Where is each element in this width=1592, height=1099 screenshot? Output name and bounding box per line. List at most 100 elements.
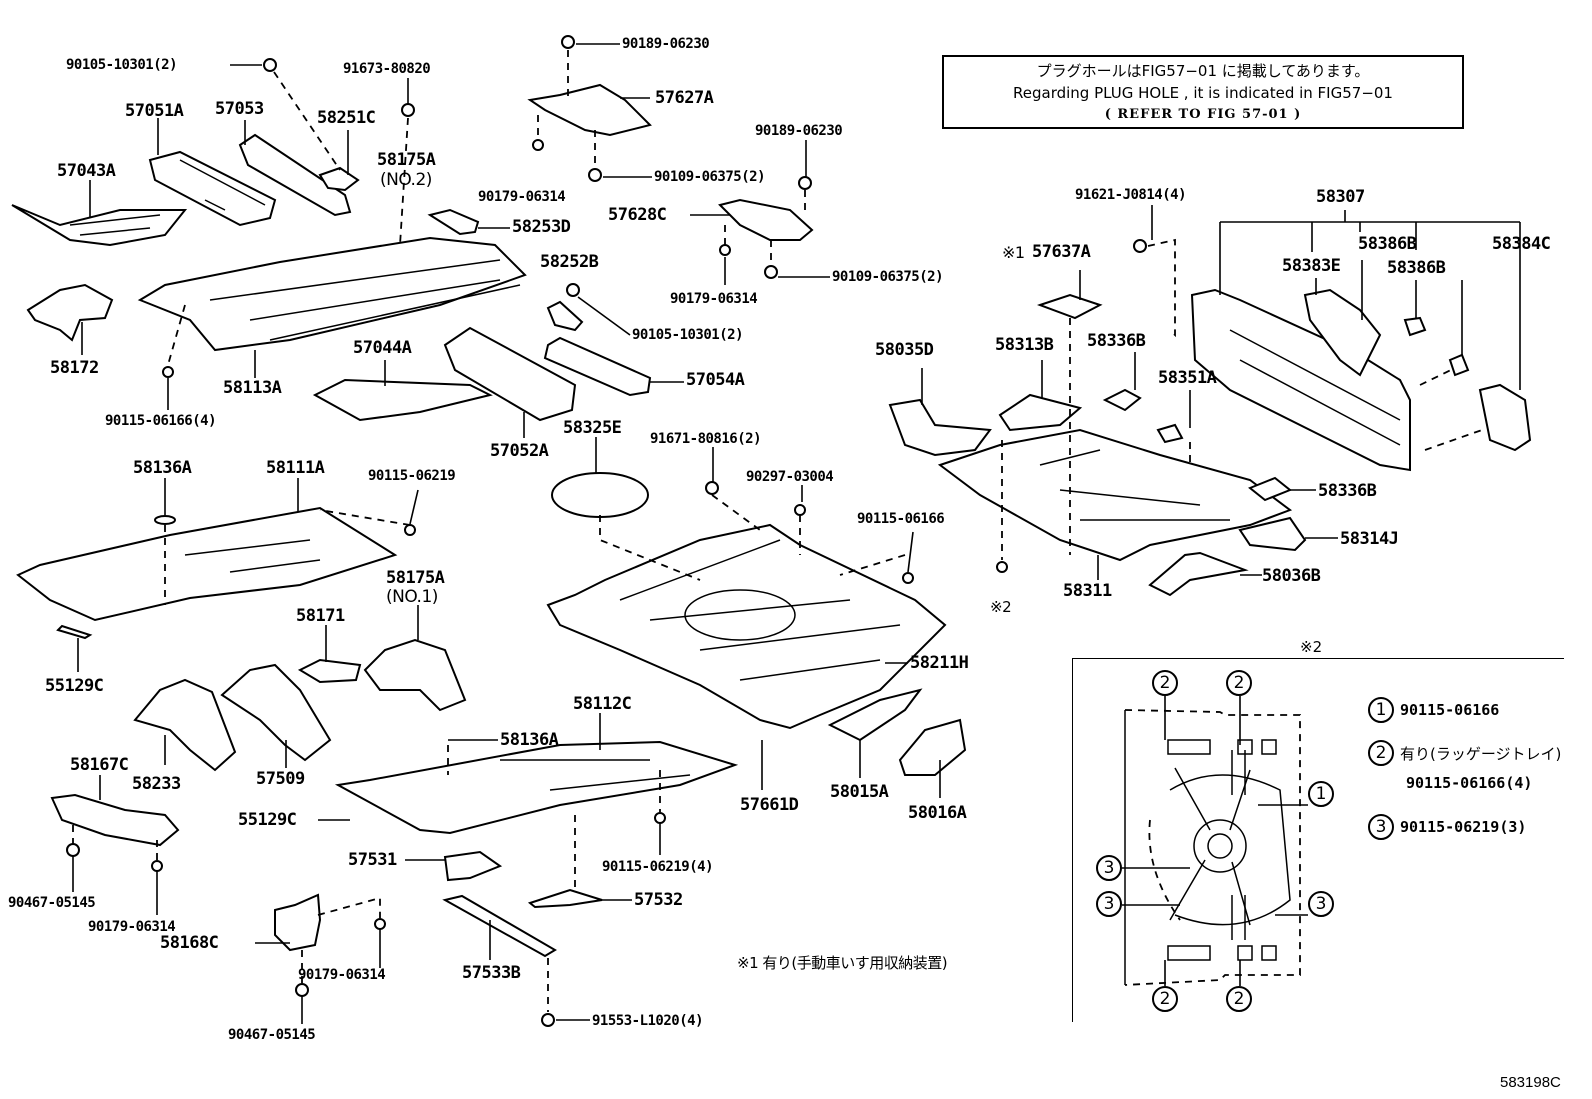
part-58383E-shape xyxy=(1303,288,1382,377)
part-label-58251C[interactable]: 58251C xyxy=(317,108,376,128)
part-label-90179-06314-c[interactable]: 90179-06314 xyxy=(88,919,176,935)
figure-code: 583198C xyxy=(1500,1074,1561,1091)
part-label-58168C[interactable]: 58168C xyxy=(160,933,219,953)
part-58386B-b-shape xyxy=(1448,353,1470,377)
part-label-58175A-no1-sub: (NO.1) xyxy=(386,587,438,607)
part-label-91553-L1020[interactable]: 91553-L1020(4) xyxy=(592,1013,704,1029)
part-label-90179-06314-d[interactable]: 90179-06314 xyxy=(298,967,386,983)
part-label-90115-06166-mid[interactable]: 90115-06166 xyxy=(857,511,945,527)
part-label-58384C[interactable]: 58384C xyxy=(1492,234,1551,254)
part-label-58015A[interactable]: 58015A xyxy=(830,782,889,802)
legend-subtext-2[interactable]: 90115-06166(4) xyxy=(1406,774,1533,792)
part-label-57052A[interactable]: 57052A xyxy=(490,441,549,461)
part-57044A-shape xyxy=(312,378,493,422)
part-label-90109-06375-b[interactable]: 90109-06375(2) xyxy=(832,269,944,285)
part-55129C-left-shape xyxy=(56,624,93,640)
part-label-58171[interactable]: 58171 xyxy=(296,606,345,626)
part-label-58211H[interactable]: 58211H xyxy=(910,653,969,673)
part-label-58016A[interactable]: 58016A xyxy=(908,803,967,823)
part-label-57531[interactable]: 57531 xyxy=(348,850,397,870)
part-label-58383E[interactable]: 58383E xyxy=(1282,256,1341,276)
legend-text-2: 有り(ラッゲージトレイ) xyxy=(1400,744,1562,763)
part-label-58386B-a[interactable]: 58386B xyxy=(1358,234,1417,254)
part-label-58111A[interactable]: 58111A xyxy=(266,458,325,478)
part-label-58336B-a[interactable]: 58336B xyxy=(1087,331,1146,351)
part-label-90179-06314-a[interactable]: 90179-06314 xyxy=(478,189,566,205)
part-label-90105-10301-top[interactable]: 90105-10301(2) xyxy=(66,57,178,73)
part-label-91673-80820[interactable]: 91673-80820 xyxy=(343,61,431,77)
part-58113A-shape xyxy=(137,236,527,352)
part-label-58136A-top[interactable]: 58136A xyxy=(133,458,192,478)
part-label-57044A[interactable]: 57044A xyxy=(353,338,412,358)
part-58251C-shape xyxy=(318,166,360,192)
part-58036B-shape xyxy=(1148,551,1249,597)
part-label-57628C[interactable]: 57628C xyxy=(608,205,667,225)
part-57628C-shape xyxy=(718,198,814,241)
part-label-58307[interactable]: 58307 xyxy=(1316,187,1365,207)
part-57053-shape xyxy=(238,133,352,217)
part-58112C-shape xyxy=(334,740,739,835)
footnote-1: ※1 有り(手動車いす用収納装置) xyxy=(737,954,948,972)
part-label-90115-06219[interactable]: 90115-06219 xyxy=(368,468,456,484)
part-label-90189-06230-b[interactable]: 90189-06230 xyxy=(755,123,843,139)
legend-text-1[interactable]: 90115-06166 xyxy=(1400,701,1500,719)
inset-callout-3-left-b: 3 xyxy=(1096,891,1122,917)
part-label-58314J[interactable]: 58314J xyxy=(1340,529,1399,549)
part-label-90115-06166-4-left[interactable]: 90115-06166(4) xyxy=(105,413,217,429)
part-label-55129C-mid[interactable]: 55129C xyxy=(238,810,297,830)
inset-legend-3: 3 90115-06219(3) xyxy=(1368,814,1526,840)
part-label-91671-80816[interactable]: 91671-80816(2) xyxy=(650,431,762,447)
part-label-58313B[interactable]: 58313B xyxy=(995,335,1054,355)
part-label-58351A[interactable]: 58351A xyxy=(1158,368,1217,388)
part-label-91621-J0814[interactable]: 91621-J0814(4) xyxy=(1075,187,1187,203)
part-label-58233[interactable]: 58233 xyxy=(132,774,181,794)
part-label-57532[interactable]: 57532 xyxy=(634,890,683,910)
part-label-58172[interactable]: 58172 xyxy=(50,358,99,378)
part-57054A-shape xyxy=(543,336,652,397)
part-label-57533B[interactable]: 57533B xyxy=(462,963,521,983)
part-label-58175A-no2[interactable]: 58175A xyxy=(377,150,436,170)
part-label-58113A[interactable]: 58113A xyxy=(223,378,282,398)
part-58171-shape xyxy=(297,658,362,684)
part-label-90297-03004[interactable]: 90297-03004 xyxy=(746,469,834,485)
mark-ref-2: ※2 xyxy=(990,598,1012,616)
part-label-58136A-bot[interactable]: 58136A xyxy=(500,730,559,750)
part-label-90467-05145-a[interactable]: 90467-05145 xyxy=(8,895,96,911)
part-label-57627A[interactable]: 57627A xyxy=(655,88,714,108)
inset-callout-2-bottom-left: 2 xyxy=(1152,986,1178,1012)
legend-text-3[interactable]: 90115-06219(3) xyxy=(1400,818,1527,836)
inset-callout-2-top-left: 2 xyxy=(1152,670,1178,696)
part-label-57661D[interactable]: 57661D xyxy=(740,795,799,815)
part-label-58167C[interactable]: 58167C xyxy=(70,755,129,775)
part-label-58175A-no1[interactable]: 58175A xyxy=(386,568,445,588)
part-label-57043A[interactable]: 57043A xyxy=(57,161,116,181)
part-label-90115-06219-4[interactable]: 90115-06219(4) xyxy=(602,859,714,875)
part-label-58336B-b[interactable]: 58336B xyxy=(1318,481,1377,501)
part-label-55129C-left[interactable]: 55129C xyxy=(45,676,104,696)
part-58386B-a-shape xyxy=(1403,316,1427,337)
part-label-57051A[interactable]: 57051A xyxy=(125,101,184,121)
part-label-90189-06230-a[interactable]: 90189-06230 xyxy=(622,36,710,52)
part-label-58112C[interactable]: 58112C xyxy=(573,694,632,714)
part-label-90109-06375-a[interactable]: 90109-06375(2) xyxy=(654,169,766,185)
part-label-57509[interactable]: 57509 xyxy=(256,769,305,789)
part-58313B-shape xyxy=(998,393,1083,432)
part-label-58253D[interactable]: 58253D xyxy=(512,217,571,237)
part-label-58036B[interactable]: 58036B xyxy=(1262,566,1321,586)
part-58211H-shape xyxy=(546,523,947,730)
part-label-58035D[interactable]: 58035D xyxy=(875,340,934,360)
alignment-dashes xyxy=(72,50,1483,1012)
part-label-58311[interactable]: 58311 xyxy=(1063,581,1112,601)
part-label-58325E[interactable]: 58325E xyxy=(563,418,622,438)
part-label-90179-06314-b[interactable]: 90179-06314 xyxy=(670,291,758,307)
note-refer-link[interactable]: ( REFER TO FIG 57-01 ) xyxy=(1104,107,1302,122)
inset-legend-1: 1 90115-06166 xyxy=(1368,697,1499,723)
part-label-57053[interactable]: 57053 xyxy=(215,99,264,119)
part-label-90467-05145-b[interactable]: 90467-05145 xyxy=(228,1027,316,1043)
part-57533B-shape xyxy=(442,894,557,958)
part-label-58252B[interactable]: 58252B xyxy=(540,252,599,272)
part-label-57054A[interactable]: 57054A xyxy=(686,370,745,390)
part-label-57637A[interactable]: 57637A xyxy=(1032,242,1091,262)
part-label-58386B-b[interactable]: 58386B xyxy=(1387,258,1446,278)
part-label-90105-10301-mid[interactable]: 90105-10301(2) xyxy=(632,327,744,343)
